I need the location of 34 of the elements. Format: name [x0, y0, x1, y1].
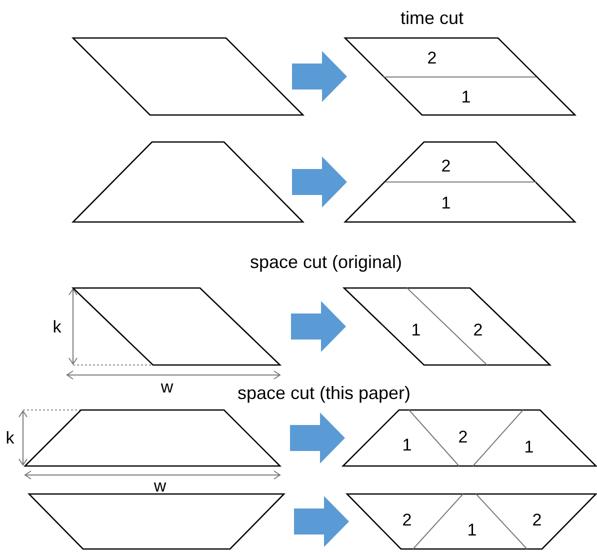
region-number: 1: [402, 436, 412, 454]
trapezoid-shape: [345, 142, 575, 222]
region-number: 1: [441, 194, 451, 212]
trapezoid-shape: [25, 410, 280, 466]
section-title: time cut: [400, 9, 464, 27]
block-arrow: [291, 301, 346, 352]
block-arrow: [290, 412, 345, 464]
parallelogram-shape: [345, 38, 575, 115]
dimension-label: w: [154, 478, 166, 494]
dimension-label: k: [52, 318, 62, 336]
region-number: 2: [427, 50, 437, 66]
region-number: 2: [402, 512, 412, 528]
parallelogram-shape: [73, 288, 280, 365]
block-arrow: [292, 51, 347, 102]
section-title: space cut (original): [250, 253, 402, 271]
parallelogram-shape: [344, 288, 550, 365]
region-number: 1: [524, 438, 534, 456]
region-number: 2: [458, 428, 468, 446]
trapezoid-shape: [29, 494, 284, 549]
region-number: 2: [532, 512, 542, 528]
trapezoid-shape: [347, 494, 596, 549]
region-number: 1: [461, 88, 471, 106]
region-number: 1: [411, 322, 421, 338]
trapezoid-shape: [73, 142, 303, 222]
region-number: 2: [473, 322, 483, 338]
region-number: 1: [467, 522, 477, 538]
parallelogram-shape: [73, 38, 303, 115]
region-number: 2: [441, 158, 451, 174]
section-title: space cut (this paper): [237, 384, 411, 402]
block-arrow: [294, 496, 349, 547]
dimension-label: w: [160, 378, 174, 396]
trapezoid-shape: [343, 410, 596, 466]
dimension-label: k: [6, 430, 14, 446]
block-arrow: [292, 156, 347, 208]
